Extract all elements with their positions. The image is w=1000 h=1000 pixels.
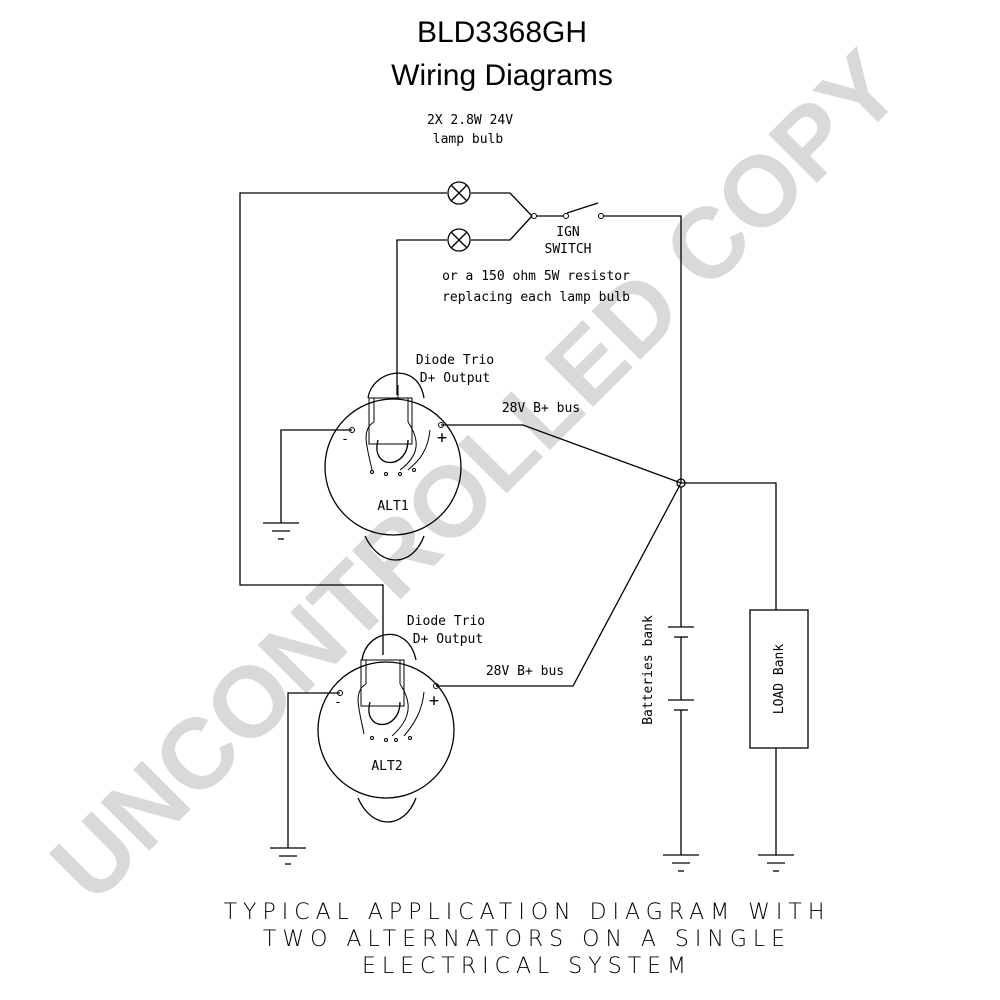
alt1-bus-label: 28V B+ bus [502, 401, 580, 416]
resistor-note-line2: replacing each lamp bulb [442, 290, 630, 305]
alt1-plus: + [437, 428, 447, 448]
ign-label: IGN [556, 225, 579, 240]
alt2-bus-wire [436, 482, 682, 687]
load-bank-label: LOAD Bank [772, 644, 787, 715]
page-title: Wiring Diagrams [391, 59, 613, 92]
watermark: UNCONTROLLED COPY [30, 30, 922, 922]
load-bank-box [749, 609, 809, 749]
alt2-bus-label: 28V B+ bus [486, 664, 564, 679]
alt2-plus: + [429, 691, 439, 711]
ground-icon [758, 854, 794, 872]
batteries-bank-label: Batteries bank [641, 615, 656, 725]
alt2-diode-trio-label: Diode Trio [407, 614, 485, 629]
caption-line2: TWO ALTERNATORS ON A SINGLE [263, 927, 791, 952]
ignition-switch-icon [531, 202, 682, 483]
alt1-bus-wire [441, 424, 682, 484]
switch-label: SWITCH [545, 242, 592, 257]
caption-line1: TYPICAL APPLICATION DIAGRAM WITH [224, 900, 831, 925]
caption-line3: ELECTRICAL SYSTEM [362, 954, 692, 979]
alt1-d-plus-output-label: D+ Output [420, 371, 490, 386]
ground-icon [270, 847, 306, 865]
ground-icon [663, 854, 699, 872]
resistor-note-line1: or a 150 ohm 5W resistor [442, 269, 630, 284]
lamp-circuit [239, 181, 533, 655]
alt1-label: ALT1 [377, 499, 408, 514]
lamp-label-line1: 2X 2.8W 24V [427, 113, 513, 128]
alternator-1 [324, 372, 462, 561]
load-feed-wire [681, 482, 777, 610]
alt1-diode-trio-label: Diode Trio [416, 353, 494, 368]
alt2-label: ALT2 [371, 759, 402, 774]
lamp-bulb-icon [447, 181, 471, 205]
alt2-minus: - [334, 695, 342, 710]
model-title: BLD3368GH [417, 16, 587, 49]
alt2-d-plus-output-label: D+ Output [413, 632, 483, 647]
lamp-label-line2: lamp bulb [433, 132, 504, 147]
alt1-minus: - [341, 432, 349, 447]
lamp-bulb-icon [447, 228, 471, 252]
alt1-ground-wire [280, 429, 352, 523]
ground-icon [263, 522, 299, 540]
battery-bank-icon [668, 487, 694, 855]
alternator-2 [317, 633, 455, 823]
alt2-ground-wire [287, 692, 340, 848]
